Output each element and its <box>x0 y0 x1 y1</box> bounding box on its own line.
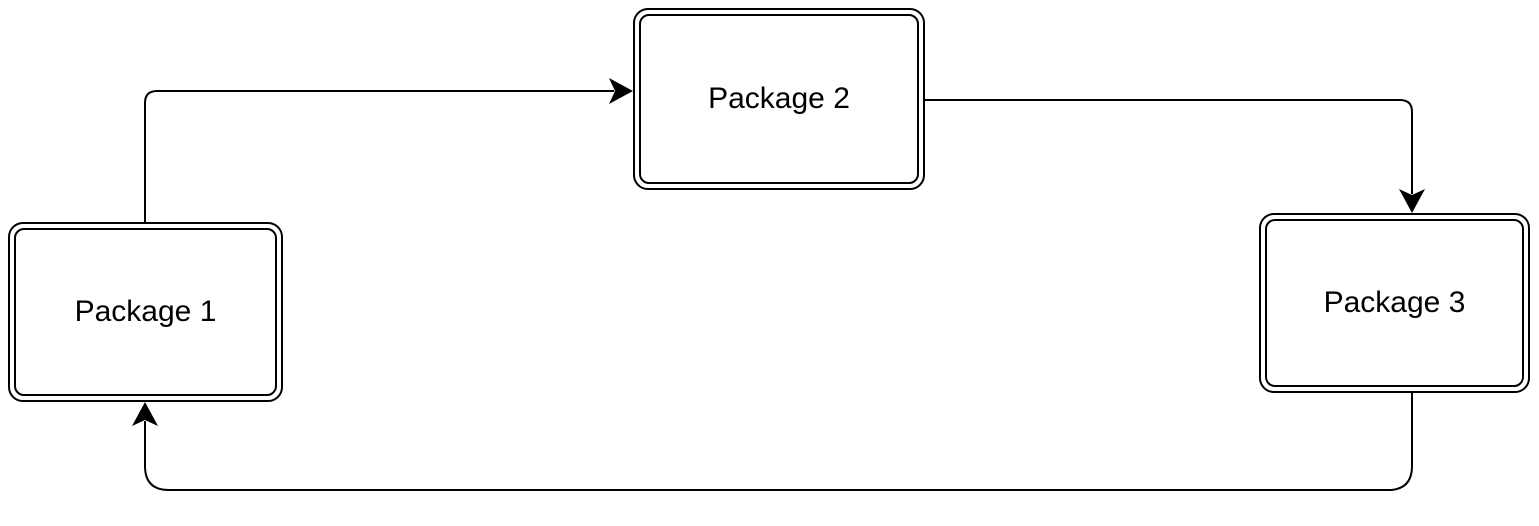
node-package-3-inner-border: Package 3 <box>1265 219 1524 387</box>
arrowhead-up-icon <box>132 402 158 426</box>
node-package-3-label: Package 3 <box>1323 286 1466 319</box>
node-package-1-inner-border: Package 1 <box>14 228 277 396</box>
node-package-2: Package 2 <box>633 8 925 190</box>
node-package-1-label: Package 1 <box>74 295 217 328</box>
edge-line <box>144 393 1413 491</box>
edge-package1-to-package2 <box>144 78 633 222</box>
node-package-1: Package 1 <box>8 222 283 402</box>
arrowhead-right-icon <box>609 78 633 104</box>
edge-package3-to-package1 <box>132 393 1413 491</box>
node-package-2-inner-border: Package 2 <box>639 14 919 184</box>
node-package-2-label: Package 2 <box>708 82 850 115</box>
arrowhead-down-icon <box>1399 189 1425 213</box>
node-package-3: Package 3 <box>1259 213 1530 393</box>
edge-line <box>144 90 614 222</box>
edge-line <box>925 99 1413 194</box>
edge-package2-to-package3 <box>925 99 1425 213</box>
